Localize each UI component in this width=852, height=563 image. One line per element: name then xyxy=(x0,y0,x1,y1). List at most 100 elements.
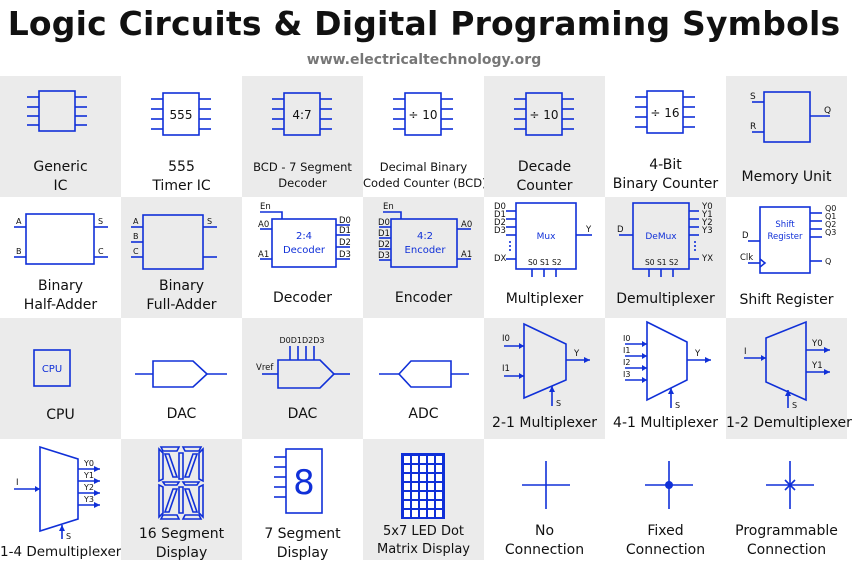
cell-memory-unit: S R Q Memory Unit xyxy=(726,76,847,197)
enc-a1: A1 xyxy=(461,250,472,260)
demux14-i: I xyxy=(16,478,19,488)
led-dot xyxy=(420,465,426,472)
generic-ic-label-2: IC xyxy=(53,178,68,194)
half-adder-symbol: A B S C xyxy=(14,213,108,265)
prog-conn-symbol xyxy=(766,461,814,509)
memory-s-label: S xyxy=(750,92,756,102)
led-dot xyxy=(436,465,442,472)
generic-ic-label-1: Generic xyxy=(33,159,88,175)
cell-no-connection: No Connection xyxy=(484,439,605,560)
demux-s2: S2 xyxy=(669,258,679,267)
dec-a1: A1 xyxy=(258,250,269,260)
mux21-i0: I0 xyxy=(502,334,510,344)
led-dot xyxy=(404,492,410,499)
dec-bcd-symbol: ÷ 10 xyxy=(393,92,453,136)
enc-en: En xyxy=(383,202,394,212)
bin4-chip-text: ÷ 16 xyxy=(650,106,679,120)
shift-q2: Q2 xyxy=(825,220,836,229)
led-dot xyxy=(428,510,434,517)
cell-multiplexer: D0 D1 D2 D3 DX Mux Y S0 S1 S2 Multiplexe… xyxy=(484,197,605,318)
mux41-i3: I3 xyxy=(623,370,630,379)
decade-label-1: Decade xyxy=(517,159,572,175)
mux-t: Mux xyxy=(537,232,556,242)
demux14-symbol: I Y0 Y1 Y2 Y3 S xyxy=(14,445,100,541)
enc-t2: Encoder xyxy=(405,245,447,256)
cell-7seg: 8 7 Segment Display xyxy=(242,439,363,561)
mux41-s: S xyxy=(675,401,680,410)
enc-d1: D1 xyxy=(378,229,390,239)
demux-y3: Y3 xyxy=(701,226,713,236)
decade-chip-text: ÷ 10 xyxy=(529,108,558,122)
led-dot xyxy=(428,474,434,481)
led-dot xyxy=(436,474,442,481)
bin4-symbol: ÷ 16 xyxy=(635,90,695,134)
mux41-i1: I1 xyxy=(623,346,630,355)
led-dot xyxy=(428,465,434,472)
seg7-label-1: 7 Segment xyxy=(264,526,341,542)
mux21-y: Y xyxy=(573,349,580,359)
prog-conn-label-2: Connection xyxy=(746,542,827,558)
mux21-s: S xyxy=(556,399,561,408)
ha-s: S xyxy=(98,217,103,226)
full-adder-label-2: Full-Adder xyxy=(146,297,217,313)
cell-bcd-counter: ÷ 10 Decimal Binary Coded Counter (BCD) xyxy=(363,76,487,197)
led-dot xyxy=(412,474,418,481)
led-dot xyxy=(404,501,410,508)
cell-mux41: I0 I1 I2 I3 Y S 4-1 Multiplexer xyxy=(605,318,726,439)
junction-dot xyxy=(665,481,673,489)
bcd7-label-1: BCD - 7 Segment xyxy=(253,160,352,174)
enc-d3: D3 xyxy=(378,251,390,261)
shift-q: Q xyxy=(825,257,831,266)
dec-t1: 2:4 xyxy=(296,231,312,242)
mux41-symbol: I0 I1 I2 I3 Y S xyxy=(623,320,711,410)
memory-r-label: R xyxy=(750,122,756,132)
led-dot xyxy=(404,510,410,517)
no-conn-label-2: Connection xyxy=(504,542,585,558)
no-conn-symbol xyxy=(522,461,570,509)
led-dot xyxy=(420,510,426,517)
mux21-symbol: I0 I1 Y S xyxy=(502,322,590,408)
enc-d0: D0 xyxy=(378,218,390,228)
cell-cpu: CPU CPU xyxy=(0,318,121,439)
demux-d: D xyxy=(617,225,624,235)
mux-d0: D0 xyxy=(494,202,506,212)
full-adder-symbol: A B C S xyxy=(131,214,217,270)
demux-label: Demultiplexer xyxy=(616,291,715,307)
shift-q3: Q3 xyxy=(825,228,836,237)
decade-symbol: ÷ 10 xyxy=(514,92,574,136)
cell-demux12: I Y0 Y1 S 1-2 Demultiplexer xyxy=(726,318,852,439)
led-dot xyxy=(412,465,418,472)
mux-d3: D3 xyxy=(494,226,506,236)
timer-555-symbol: 555 xyxy=(151,92,211,136)
bcd7-chip-text: 4:7 xyxy=(292,108,311,122)
full-adder-label-1: Binary xyxy=(159,278,204,294)
dac2-label: DAC xyxy=(287,406,318,422)
dac1-symbol xyxy=(135,360,227,388)
ha-c: C xyxy=(98,247,104,256)
bcd7-label-2: Decoder xyxy=(278,176,327,190)
timer-555-label-1: 555 xyxy=(168,159,195,175)
shift-label: Shift Register xyxy=(739,292,834,308)
memory-label: Memory Unit xyxy=(741,169,832,185)
cell-16seg: 16 Segment Display xyxy=(121,439,242,561)
demux12-y0: Y0 xyxy=(811,339,823,349)
seg16-label-1: 16 Segment xyxy=(138,526,225,542)
cell-demultiplexer: D DeMux Y0 Y1 Y2 Y3 YX S0 S1 S2 Demultip… xyxy=(605,197,726,318)
led-dot xyxy=(420,501,426,508)
demux14-y0: Y0 xyxy=(83,459,94,468)
dec-bcd-chip-text: ÷ 10 xyxy=(408,108,437,122)
led-dot xyxy=(436,483,442,490)
led-dot xyxy=(404,474,410,481)
dec-d3: D3 xyxy=(339,250,351,260)
shift-clk: Clk xyxy=(740,253,753,263)
cpu-label: CPU xyxy=(46,407,75,423)
seg16-symbol xyxy=(158,446,204,520)
demux-s1: S1 xyxy=(657,258,667,267)
cell-adc: ADC xyxy=(363,318,484,439)
cell-led-matrix: 5x7 LED Dot Matrix Display xyxy=(363,439,484,560)
demux-y0: Y0 xyxy=(701,202,713,212)
mux41-i0: I0 xyxy=(623,334,630,343)
demux12-symbol: I Y0 Y1 S xyxy=(744,320,830,410)
cell-dac-2: D0D1D2D3 Vref DAC xyxy=(242,318,363,439)
bin4-label-1: 4-Bit xyxy=(649,157,682,173)
